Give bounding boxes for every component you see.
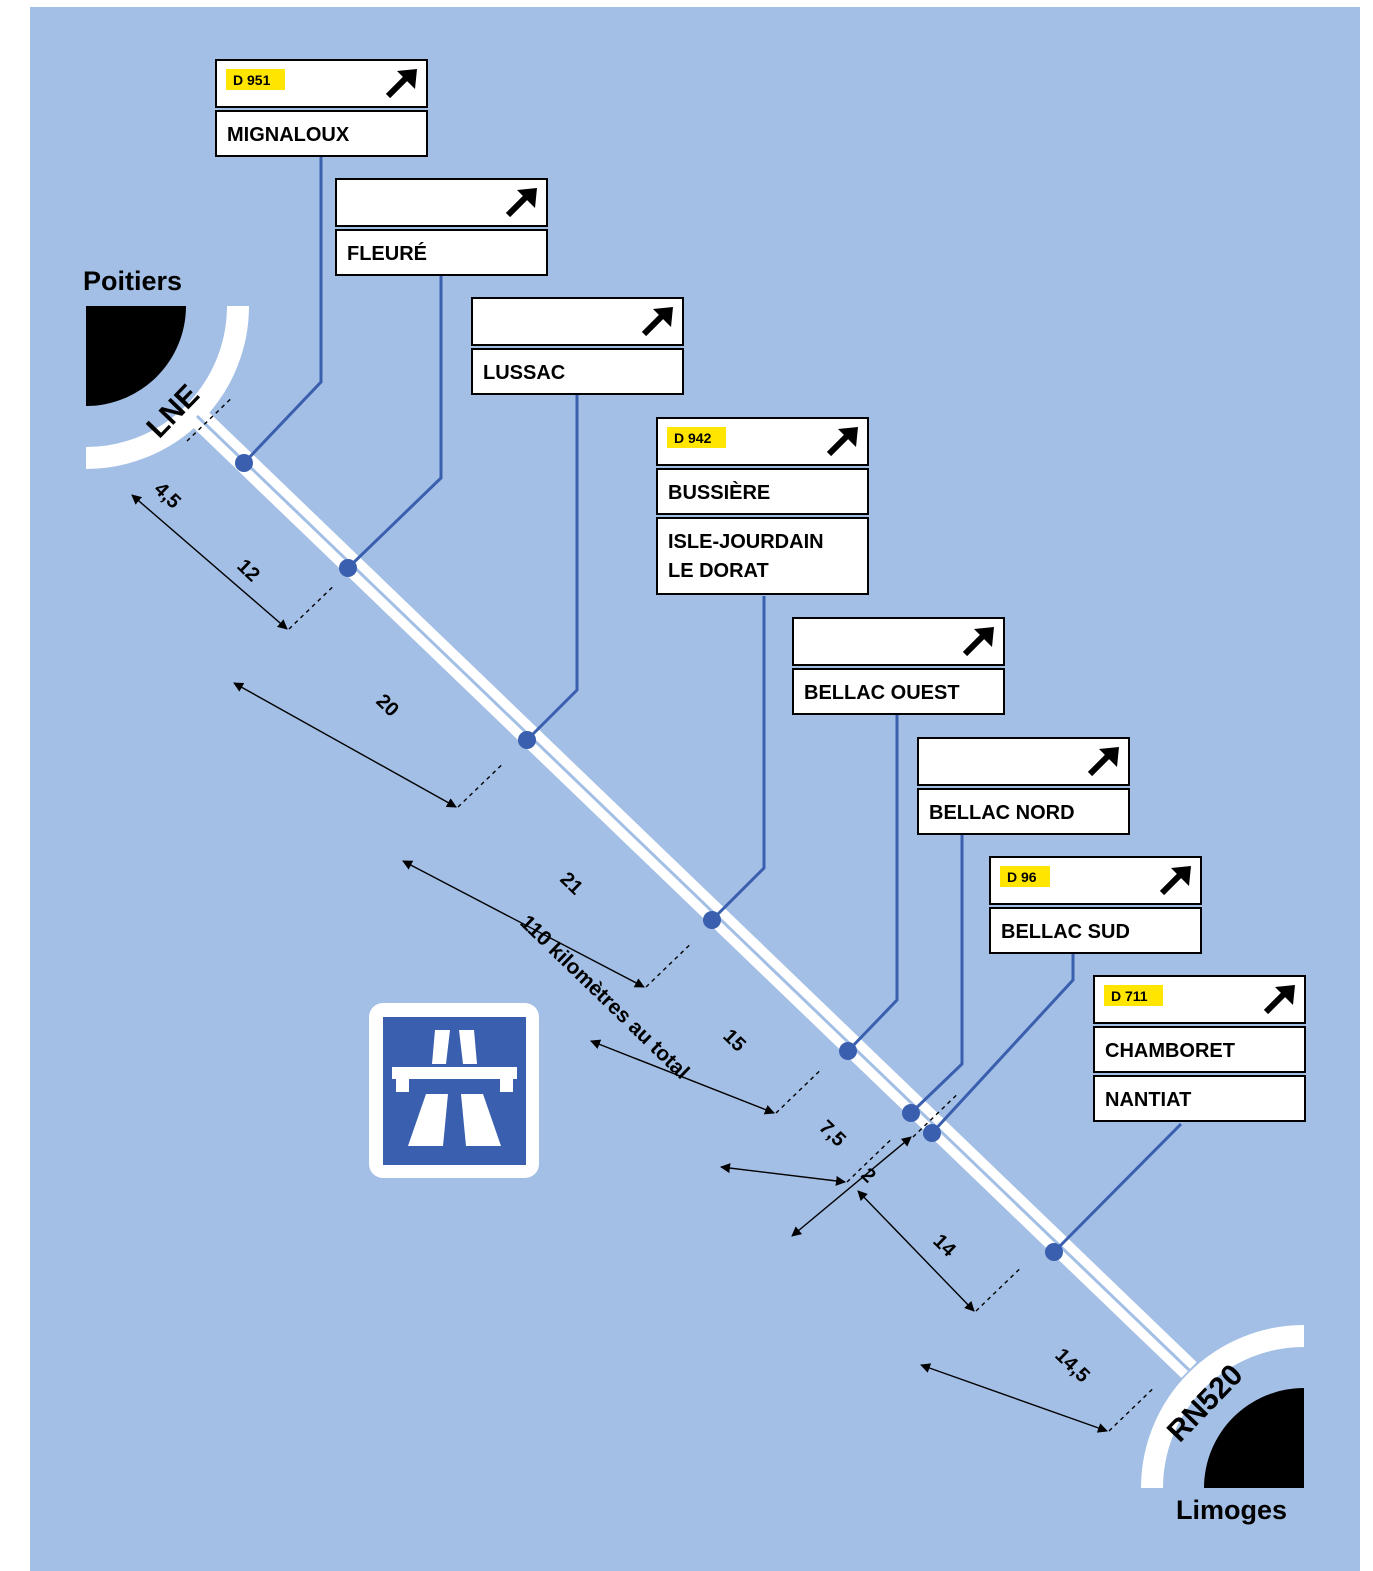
- distance-arrow: [131, 494, 288, 630]
- distance-tick: [645, 944, 690, 988]
- arrow-northeast-icon: [1087, 747, 1119, 777]
- sign-destination-panel: [215, 110, 428, 157]
- destination-label: FLEURÉ: [347, 242, 427, 265]
- exit-connector-7: [930, 954, 1075, 1135]
- sign-destination-panel: [917, 788, 1130, 835]
- distance-arrow: [857, 1190, 975, 1312]
- sign-header: [792, 617, 1005, 666]
- exit-connector-5: [846, 715, 899, 1053]
- destination-label: BELLAC OUEST: [804, 682, 960, 704]
- sign-destination-panel: [471, 348, 684, 395]
- start-city-label: Poitiers: [83, 266, 182, 296]
- exit-dot-3: [518, 731, 536, 749]
- destination-label: LUSSAC: [483, 362, 565, 384]
- route-code-label: D 711: [1111, 988, 1148, 1004]
- destination-label: BUSSIÈRE: [668, 481, 770, 504]
- route-code-label: D 942: [674, 430, 712, 446]
- sign-destination-panel: [989, 907, 1202, 954]
- distance-tick: [457, 764, 502, 808]
- route-code-badge: [1104, 985, 1163, 1006]
- sign-destination-panel: [1093, 1026, 1306, 1073]
- distance-arrow: [233, 682, 457, 808]
- exit-sign-2: FLEURÉ: [335, 178, 548, 276]
- distance-tick: [912, 1094, 957, 1138]
- exit-connector-4: [710, 596, 766, 922]
- arrow-northeast-icon: [505, 188, 537, 218]
- sign-header: [917, 737, 1130, 786]
- exit-dot-1: [235, 454, 253, 472]
- distance-arrow: [590, 1039, 775, 1115]
- exit-sign-7: D 96 BELLAC SUD: [989, 856, 1202, 954]
- exit-connector-3: [525, 395, 579, 742]
- destination-label: BELLAC SUD: [1001, 921, 1130, 943]
- exit-sign-5: BELLAC OUEST: [792, 617, 1005, 715]
- distance-tick: [186, 398, 231, 442]
- end-city-label: Limoges: [1176, 1495, 1287, 1525]
- sign-header: [335, 178, 548, 227]
- exit-dot-4: [703, 911, 721, 929]
- distance-tick: [1108, 1388, 1153, 1432]
- exit-dot-7: [923, 1124, 941, 1142]
- exit-sign-6: BELLAC NORD: [917, 737, 1130, 835]
- arrow-northeast-icon: [385, 69, 417, 99]
- poitiers-roundabout: [85, 305, 249, 469]
- exit-connector-1: [242, 157, 323, 465]
- sign-destination-panel: [792, 668, 1005, 715]
- route-code-label: D 951: [233, 72, 271, 88]
- arrow-northeast-icon: [641, 307, 673, 337]
- destination-label: MIGNALOUX: [227, 124, 350, 146]
- exit-connector-2: [346, 276, 443, 570]
- route-code-badge: [1000, 866, 1050, 887]
- distance-tick: [288, 586, 333, 630]
- motorway-road: [189, 408, 1197, 1378]
- distance-arrow: [402, 860, 645, 988]
- sign-destination-panel: [656, 517, 869, 595]
- arrow-northeast-icon: [1159, 866, 1191, 896]
- exit-dot-8: [1045, 1243, 1063, 1261]
- distance-tick: [775, 1070, 820, 1114]
- sign-destination-panel: [1093, 1075, 1306, 1122]
- destination-label: CHAMBORET: [1105, 1040, 1235, 1062]
- arrow-northeast-icon: [962, 627, 994, 657]
- exit-connector-8: [1052, 1122, 1183, 1254]
- exit-dot-5: [839, 1042, 857, 1060]
- sign-destination-panel: [656, 468, 869, 515]
- exit-dot-2: [339, 559, 357, 577]
- route-code-badge: [667, 427, 726, 448]
- exit-connector-6: [909, 835, 964, 1115]
- distance-tick: [975, 1268, 1020, 1312]
- sign-header: [471, 297, 684, 346]
- distance-arrow: [920, 1363, 1108, 1433]
- sign-destination-panel: [335, 229, 548, 276]
- motorway-icon: [369, 1003, 539, 1178]
- limoges-roundabout: [1141, 1325, 1305, 1489]
- destination-label: LE DORAT: [668, 560, 769, 582]
- route-code-label: D 96: [1007, 869, 1037, 885]
- exit-connectors: [235, 157, 1183, 1261]
- exit-sign-3: LUSSAC: [471, 297, 684, 395]
- route-code-badge: [226, 69, 285, 90]
- destination-label: BELLAC NORD: [929, 802, 1075, 824]
- exit-dot-6: [902, 1104, 920, 1122]
- destination-label: NANTIAT: [1105, 1089, 1191, 1111]
- arrow-northeast-icon: [1263, 985, 1295, 1015]
- distance-arrow: [791, 1136, 912, 1237]
- destination-label: ISLE-JOURDAIN: [668, 531, 824, 553]
- arrow-northeast-icon: [826, 427, 858, 457]
